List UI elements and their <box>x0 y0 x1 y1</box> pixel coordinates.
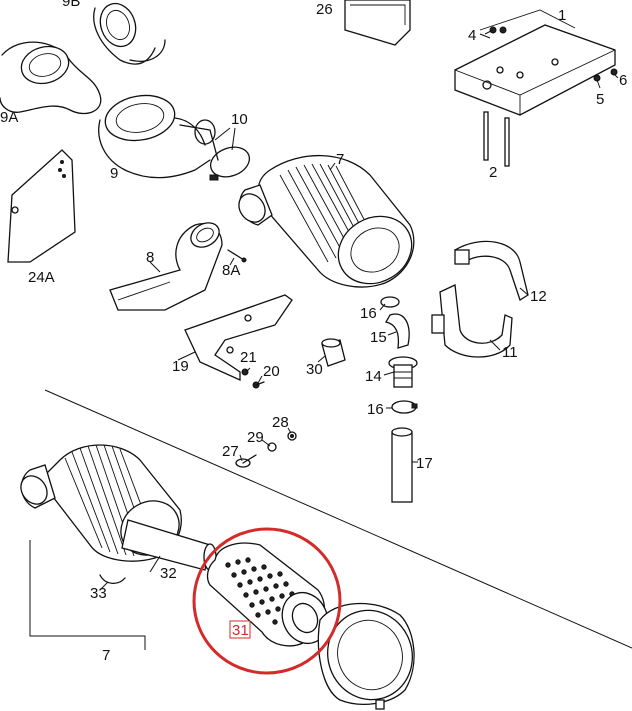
part-1-mounting-plate <box>454 9 616 116</box>
label-12: 12 <box>530 288 547 305</box>
label-2: 2 <box>489 164 497 181</box>
label-9: 9 <box>110 165 118 182</box>
part-19-bracket <box>184 294 293 382</box>
part-30-cap <box>321 338 346 367</box>
leader-10b <box>231 127 236 151</box>
label-16b: 16 <box>367 401 384 418</box>
part-8a-pin <box>227 249 247 263</box>
highlight-circle <box>192 527 342 675</box>
label-7b: 7 <box>102 647 110 664</box>
label-27: 27 <box>222 443 239 460</box>
label-20: 20 <box>263 363 280 380</box>
label-33: 33 <box>90 585 107 602</box>
part-16-clamp-upper <box>380 296 400 308</box>
label-32: 32 <box>160 565 177 582</box>
part-labels: 9B 26 1 4 6 5 9A 10 9 7 2 8 8A 24A 12 16… <box>0 0 627 664</box>
label-1: 1 <box>558 7 566 24</box>
label-6: 6 <box>619 72 627 89</box>
part-2-studs <box>483 111 510 167</box>
leader-lines <box>99 29 619 591</box>
leader-10a <box>214 127 231 141</box>
end-cap <box>317 602 415 710</box>
label-30: 30 <box>306 361 323 378</box>
part-33-clip <box>99 574 126 584</box>
part-10-clamps <box>194 119 251 181</box>
label-29: 29 <box>247 429 264 446</box>
label-10: 10 <box>231 111 248 128</box>
label-14: 14 <box>365 368 382 385</box>
part-9-elbow <box>98 94 219 179</box>
part-7-air-cleaner-upper <box>238 154 415 288</box>
part-29-washer <box>267 442 277 452</box>
part-11-strap <box>431 284 513 358</box>
label-4: 4 <box>468 27 476 44</box>
label-9a: 9A <box>0 109 18 126</box>
part-14-valve <box>388 356 418 388</box>
part-20-screw <box>252 381 265 389</box>
part-9a-elbow <box>0 41 102 115</box>
label-8: 8 <box>146 249 154 266</box>
label-16a: 16 <box>360 305 377 322</box>
part-24a-bracket <box>7 149 76 263</box>
label-31: 31 <box>232 622 249 639</box>
label-24a: 24A <box>28 269 55 286</box>
label-9b: 9B <box>62 0 80 10</box>
part-21-nut <box>241 368 249 376</box>
label-21: 21 <box>240 349 257 366</box>
part-12-strap <box>454 240 529 301</box>
part-4-bolts <box>479 26 507 39</box>
label-28: 28 <box>272 414 289 431</box>
detail-7-bracket <box>29 540 146 650</box>
label-15: 15 <box>370 329 387 346</box>
label-17: 17 <box>416 455 433 472</box>
part-27-bolt <box>235 454 257 468</box>
part-15-elbow <box>384 313 410 349</box>
part-9b-elbow <box>93 2 166 65</box>
label-7a: 7 <box>336 151 344 168</box>
label-5: 5 <box>596 91 604 108</box>
part-26-bracket <box>344 0 411 46</box>
part-17-tube <box>391 427 413 503</box>
label-31-box <box>229 620 251 639</box>
label-26: 26 <box>316 1 333 18</box>
part-8-inlet-hood <box>109 222 223 311</box>
part-31-filter-element <box>206 542 329 647</box>
label-19: 19 <box>172 358 189 375</box>
part-28-nut <box>287 431 297 441</box>
part-16-clamp-lower <box>391 400 418 414</box>
part-5-6-fasteners <box>593 68 618 82</box>
detail-separator <box>44 389 632 649</box>
label-8a: 8A <box>222 262 240 279</box>
label-11: 11 <box>502 344 518 361</box>
